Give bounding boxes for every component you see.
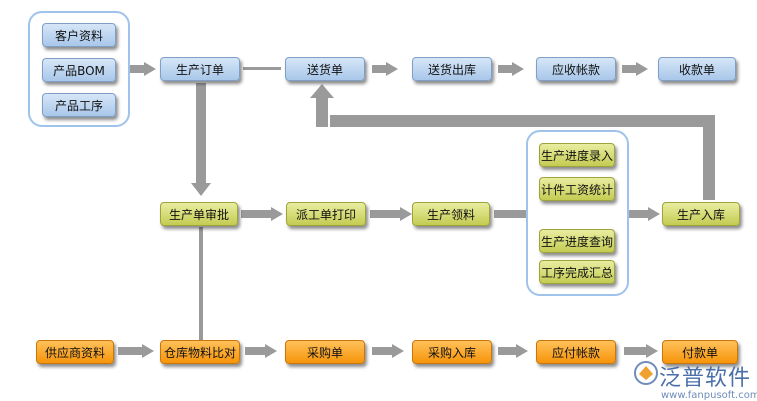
watermark-title: 泛普软件: [658, 366, 751, 391]
progress-entry-node[interactable]: 生产进度录入: [539, 143, 615, 167]
production-warehousing-node[interactable]: 生产入库: [662, 202, 740, 226]
product-bom-node[interactable]: 产品BOM: [42, 58, 116, 82]
accounts-receivable-node[interactable]: 应收帐款: [536, 57, 616, 81]
dispatch-print-node[interactable]: 派工单打印: [286, 202, 366, 226]
delivery-outbound-node[interactable]: 送货出库: [412, 57, 492, 81]
production-order-approval-node[interactable]: 生产单审批: [160, 202, 238, 226]
production-order-node[interactable]: 生产订单: [160, 57, 240, 81]
fanpu-logo-icon: [633, 361, 658, 385]
fanpusoft-watermark: 泛普软件 www.fanpusoft.com: [633, 360, 757, 401]
delivery-note-node[interactable]: 送货单: [285, 57, 365, 81]
watermark-url: www.fanpusoft.com: [660, 390, 757, 401]
material-requisition-node[interactable]: 生产领料: [412, 202, 490, 226]
accounts-payable-node[interactable]: 应付帐款: [536, 340, 616, 364]
piecework-wage-node[interactable]: 计件工资统计: [539, 177, 615, 201]
product-process-node[interactable]: 产品工序: [42, 93, 116, 117]
purchase-order-node[interactable]: 采购单: [285, 340, 365, 364]
customer-data-node[interactable]: 客户资料: [42, 23, 116, 47]
receipt-node[interactable]: 收款单: [658, 57, 736, 81]
supplier-data-node[interactable]: 供应商资料: [36, 340, 114, 364]
purchase-inbound-node[interactable]: 采购入库: [412, 340, 492, 364]
process-summary-node[interactable]: 工序完成汇总: [539, 260, 615, 284]
progress-query-node[interactable]: 生产进度查询: [539, 229, 615, 253]
payment-node[interactable]: 付款单: [662, 340, 738, 364]
warehouse-material-compare-node[interactable]: 仓库物料比对: [160, 340, 240, 364]
